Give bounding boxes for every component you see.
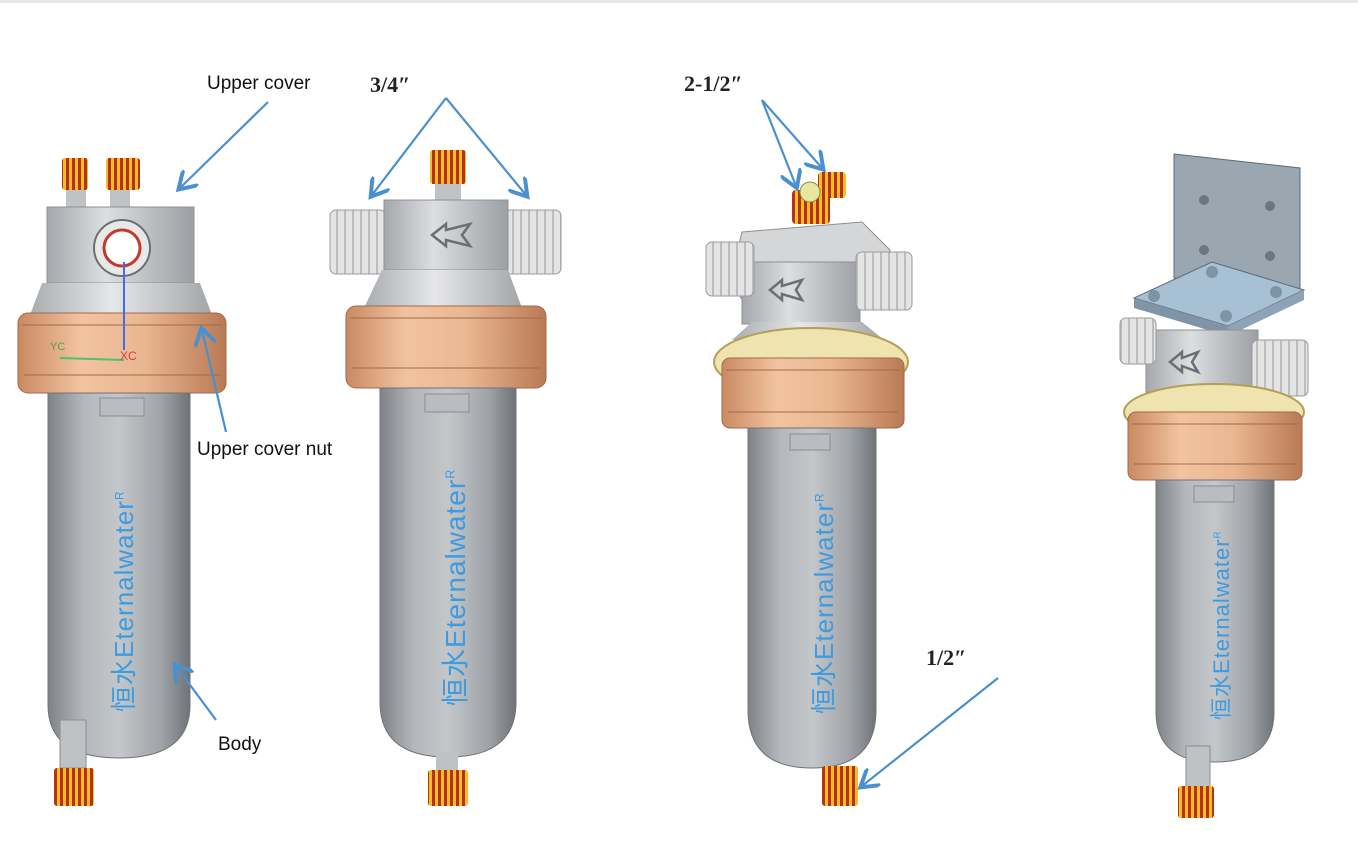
drain-cap	[822, 766, 858, 806]
body	[47, 392, 191, 759]
brand-chinese: 恒水	[809, 659, 839, 714]
brand-name: Eternalwater	[1209, 538, 1234, 674]
brand-chinese: 恒水	[109, 657, 139, 712]
top-border-line	[0, 0, 1358, 3]
filter-unit-2	[329, 150, 562, 806]
brand-logo-4: 恒水EternalwaterR	[1204, 530, 1236, 720]
port-cap-right	[106, 158, 140, 190]
brand-registered-mark: R	[443, 468, 458, 479]
brand-name: Eternalwater	[809, 502, 839, 660]
brand-chinese: 恒水	[440, 647, 471, 706]
upper-cover-nut	[1127, 411, 1303, 481]
outlet-fitting	[855, 251, 913, 311]
label-top-port-size: 2-1/2″	[684, 71, 743, 96]
inlet-fitting	[1119, 317, 1157, 365]
drain-cap	[1178, 786, 1214, 818]
filter-unit-4	[1119, 153, 1309, 818]
inlet-fitting	[705, 241, 755, 297]
arrow-body	[176, 666, 217, 721]
brand-logo-3: 恒水EternalwaterR	[804, 493, 841, 714]
flow-arrow-icon	[429, 221, 474, 249]
flow-arrow-icon	[1168, 349, 1201, 375]
brand-registered-mark: R	[1212, 530, 1224, 539]
label-upper-cover: Upper cover	[207, 73, 311, 94]
label-body: Body	[218, 734, 262, 755]
label-upper-cover-nut: Upper cover nut	[197, 439, 333, 460]
inlet-fitting	[329, 209, 387, 275]
arrow-drain	[862, 677, 999, 786]
top-port-cap	[792, 190, 830, 224]
brand-name: Eternalwater	[109, 500, 139, 658]
body	[747, 427, 877, 769]
brand-logo-1: 恒水EternalwaterR	[104, 491, 141, 712]
label-drain-size: 1/2″	[926, 645, 967, 670]
arrow-upper-cover	[180, 101, 269, 188]
filter-unit-1: XC YC	[17, 158, 227, 806]
top-port-cap-rear	[818, 172, 846, 198]
port-cap-left	[62, 158, 88, 190]
flow-arrow-icon	[768, 277, 805, 303]
label-inlet-outlet-size: 3/4″	[370, 72, 411, 97]
callout-arrows	[176, 97, 999, 786]
arrow-top-port-1	[760, 99, 796, 186]
upper-cover	[741, 261, 861, 325]
outlet-fitting	[504, 209, 562, 275]
svg-text:XC: XC	[120, 349, 137, 363]
upper-cover	[383, 199, 509, 271]
brand-name: Eternalwater	[440, 478, 471, 648]
drain-cap	[428, 770, 468, 806]
drain-cap	[54, 768, 94, 806]
arrow-outlet	[445, 97, 526, 195]
brand-logo-2: 恒水EternalwaterR	[434, 469, 474, 706]
upper-cover	[1145, 329, 1259, 393]
arrow-upper-cover-nut	[202, 330, 228, 433]
top-port-cap	[430, 150, 466, 184]
arrow-top-port-2	[761, 99, 822, 168]
brand-registered-mark: R	[113, 490, 127, 501]
body	[1155, 479, 1275, 763]
svg-text:YC: YC	[50, 341, 65, 353]
filter-unit-3	[705, 172, 913, 806]
arrow-inlet	[372, 97, 447, 195]
brand-chinese: 恒水	[1209, 673, 1234, 720]
upper-cover-nut	[721, 357, 905, 429]
brand-registered-mark: R	[813, 492, 827, 503]
